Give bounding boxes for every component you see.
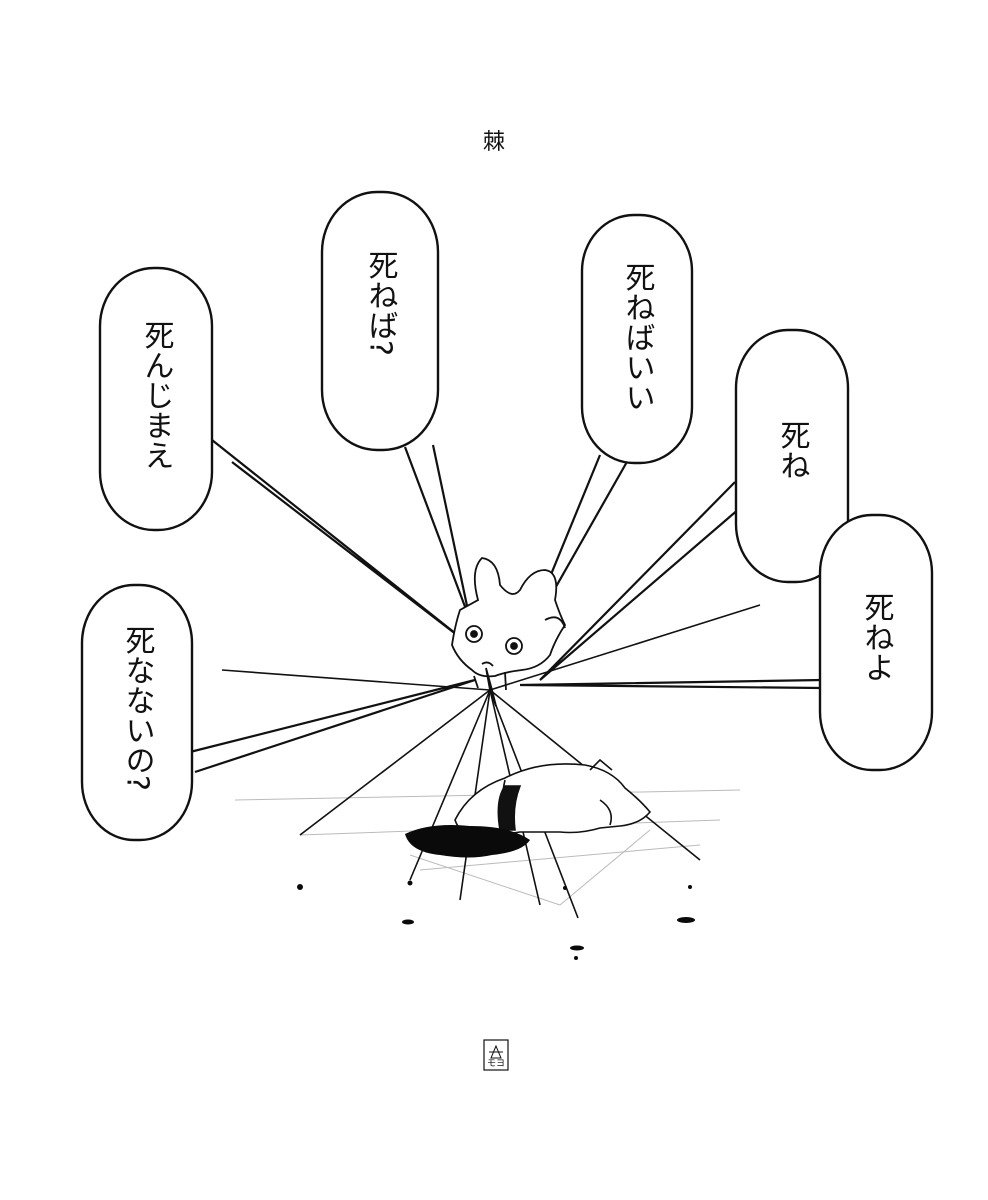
bubble-tails	[189, 439, 823, 774]
signature-text: モヨ	[487, 1059, 505, 1069]
bubble-text-shine: 死ね	[775, 420, 810, 480]
speech-bubble-shineba: 死ねば?	[320, 190, 440, 452]
floating-head	[451, 557, 567, 707]
blood-pool	[297, 825, 695, 960]
bubble-text-shineyo: 死ねよ	[859, 592, 894, 682]
speech-bubble-shineyo: 死ねよ	[818, 513, 934, 772]
page-title: 棘	[482, 130, 505, 155]
speech-bubble-shinjimae: 死んじまえ	[98, 266, 214, 532]
speech-bubble-shinebaii: 死ねばいい	[580, 213, 694, 465]
bubble-text-shinebaii: 死ねばいい	[620, 262, 655, 412]
speech-bubble-shinanaino: 死なないの?	[80, 583, 194, 842]
artist-signature: モヨ	[483, 1039, 509, 1071]
speech-bubble-shine: 死ね	[734, 328, 850, 584]
fallen-figure	[454, 758, 652, 837]
bubble-text-shinanaino: 死なないの?	[120, 625, 155, 791]
bubble-text-shinjimae: 死んじまえ	[139, 320, 174, 470]
bubble-text-shineba: 死ねば?	[363, 250, 398, 356]
